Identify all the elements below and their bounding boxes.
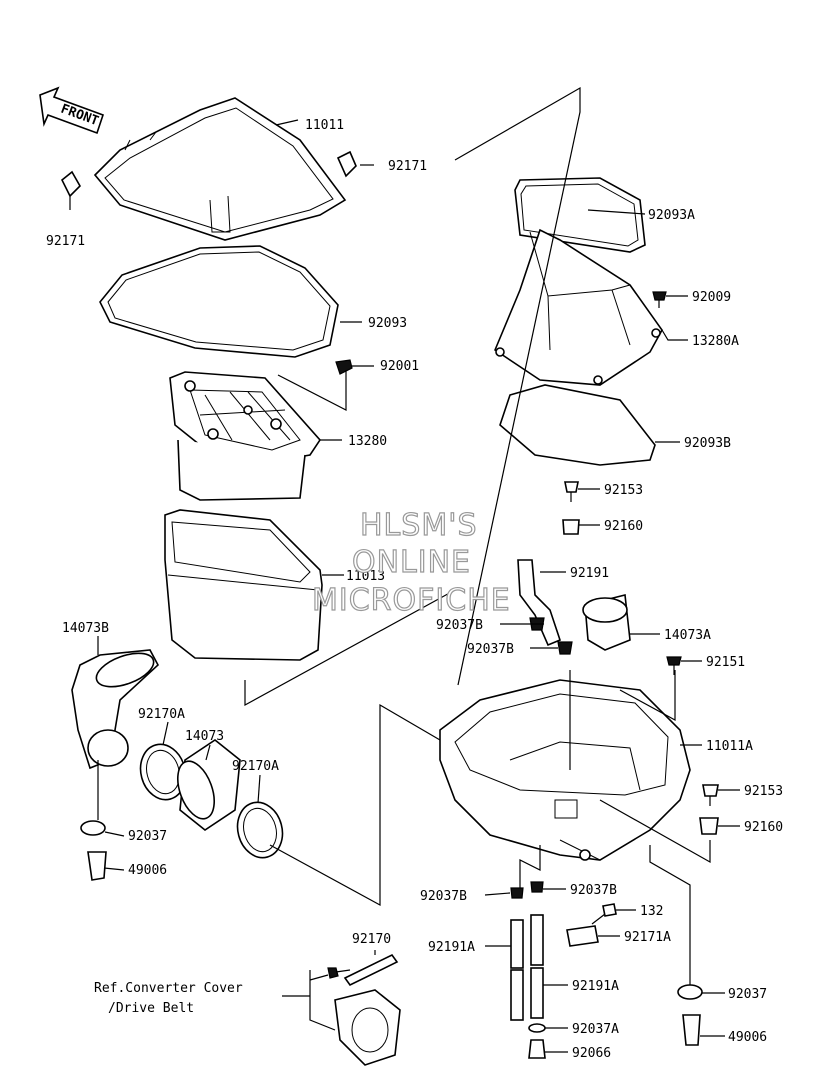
part-92170-strap (343, 953, 399, 987)
part-92170A-clamp-right (236, 801, 284, 859)
converter-cover-part (334, 989, 401, 1066)
label-14073: 14073 (185, 729, 224, 744)
label-92153-top: 92153 (604, 483, 643, 498)
watermark-line2: ONLINE (352, 545, 471, 580)
label-92093B: 92093B (684, 436, 731, 451)
part-92037A-clip (528, 1023, 546, 1033)
part-92171-clip-left (60, 170, 81, 198)
label-92171-top: 92171 (388, 159, 427, 174)
label-92037B-3: 92037B (420, 889, 467, 904)
label-92037A: 92037A (572, 1022, 619, 1037)
reference-note-line2: /Drive Belt (108, 1001, 194, 1016)
part-132-bolt (591, 903, 617, 925)
part-92160-grommet-top (562, 519, 580, 535)
part-92191A-hose-1 (510, 919, 524, 1021)
label-92170A-left: 92170A (138, 707, 185, 722)
part-92037B-clip-2 (557, 641, 573, 655)
label-92037-right: 92037 (728, 987, 767, 1002)
label-92191: 92191 (570, 566, 609, 581)
label-92170: 92170 (352, 932, 391, 947)
label-11013: 11013 (346, 569, 385, 584)
part-92153-screw-right (702, 784, 719, 806)
part-92191A-hose-2 (530, 914, 544, 1019)
label-13280: 13280 (348, 434, 387, 449)
label-92037B-2: 92037B (467, 642, 514, 657)
label-14073A: 14073A (664, 628, 711, 643)
label-14073B: 14073B (62, 621, 109, 636)
part-14073B-duct (71, 649, 159, 770)
label-49006-left: 49006 (128, 863, 167, 878)
part-92171A-clip (566, 925, 599, 947)
converter-cover-bolt-icon (327, 967, 351, 979)
part-92037B-clip-3 (510, 887, 524, 899)
part-14073-joint (176, 739, 241, 831)
label-13280A: 13280A (692, 334, 739, 349)
watermark-line3: MICROFICHE (312, 583, 511, 618)
part-49006-cap-right (682, 1014, 701, 1046)
label-92093A: 92093A (648, 208, 695, 223)
part-92037-clamp-left (80, 820, 106, 836)
part-92037-clamp-right (677, 984, 703, 1000)
part-14073A-duct (582, 594, 631, 651)
label-92037B-4: 92037B (570, 883, 617, 898)
label-92191A-2: 92191A (572, 979, 619, 994)
part-13280-frame (169, 371, 322, 501)
part-92037B-clip-4 (530, 881, 544, 893)
label-92191A-1: 92191A (428, 940, 475, 955)
part-11011A-housing (439, 679, 691, 861)
label-92171-left: 92171 (46, 234, 85, 249)
part-92151-bolt (666, 656, 682, 675)
label-92093: 92093 (368, 316, 407, 331)
part-92093A-gasket (514, 177, 646, 253)
part-92066-cap (528, 1039, 546, 1059)
part-92093B-gasket (499, 384, 656, 466)
part-92160-grommet-right (699, 817, 719, 835)
label-92171A: 92171A (624, 930, 671, 945)
label-92037-left: 92037 (128, 829, 167, 844)
label-49006-right: 49006 (728, 1030, 767, 1045)
label-92160-right: 92160 (744, 820, 783, 835)
part-13280A-bracket (494, 228, 663, 386)
label-92153-right: 92153 (744, 784, 783, 799)
label-11011A: 11011A (706, 739, 753, 754)
label-92066: 92066 (572, 1046, 611, 1061)
reference-note-line1: Ref.Converter Cover (94, 981, 243, 996)
part-11013-element (164, 509, 323, 661)
label-92037B-1: 92037B (436, 618, 483, 633)
part-11011-cover (93, 97, 347, 241)
label-92151: 92151 (706, 655, 745, 670)
label-132: 132 (640, 904, 663, 919)
front-arrow-icon: FRONT (39, 86, 105, 135)
label-92001: 92001 (380, 359, 419, 374)
part-92153-screw-top (564, 481, 579, 502)
part-92191-hose (517, 559, 561, 647)
label-11011: 11011 (305, 118, 344, 133)
label-92160-top: 92160 (604, 519, 643, 534)
part-92171-clip-top (336, 150, 357, 178)
part-92009-bolt (652, 291, 667, 308)
part-92001-bolt (335, 359, 353, 380)
part-49006-cap-left (87, 851, 107, 881)
label-92009: 92009 (692, 290, 731, 305)
part-92093-gasket (99, 245, 339, 358)
leader-lines (69, 86, 740, 1053)
watermark-line1: HLSM'S (360, 508, 478, 543)
label-92170A-right: 92170A (232, 759, 279, 774)
